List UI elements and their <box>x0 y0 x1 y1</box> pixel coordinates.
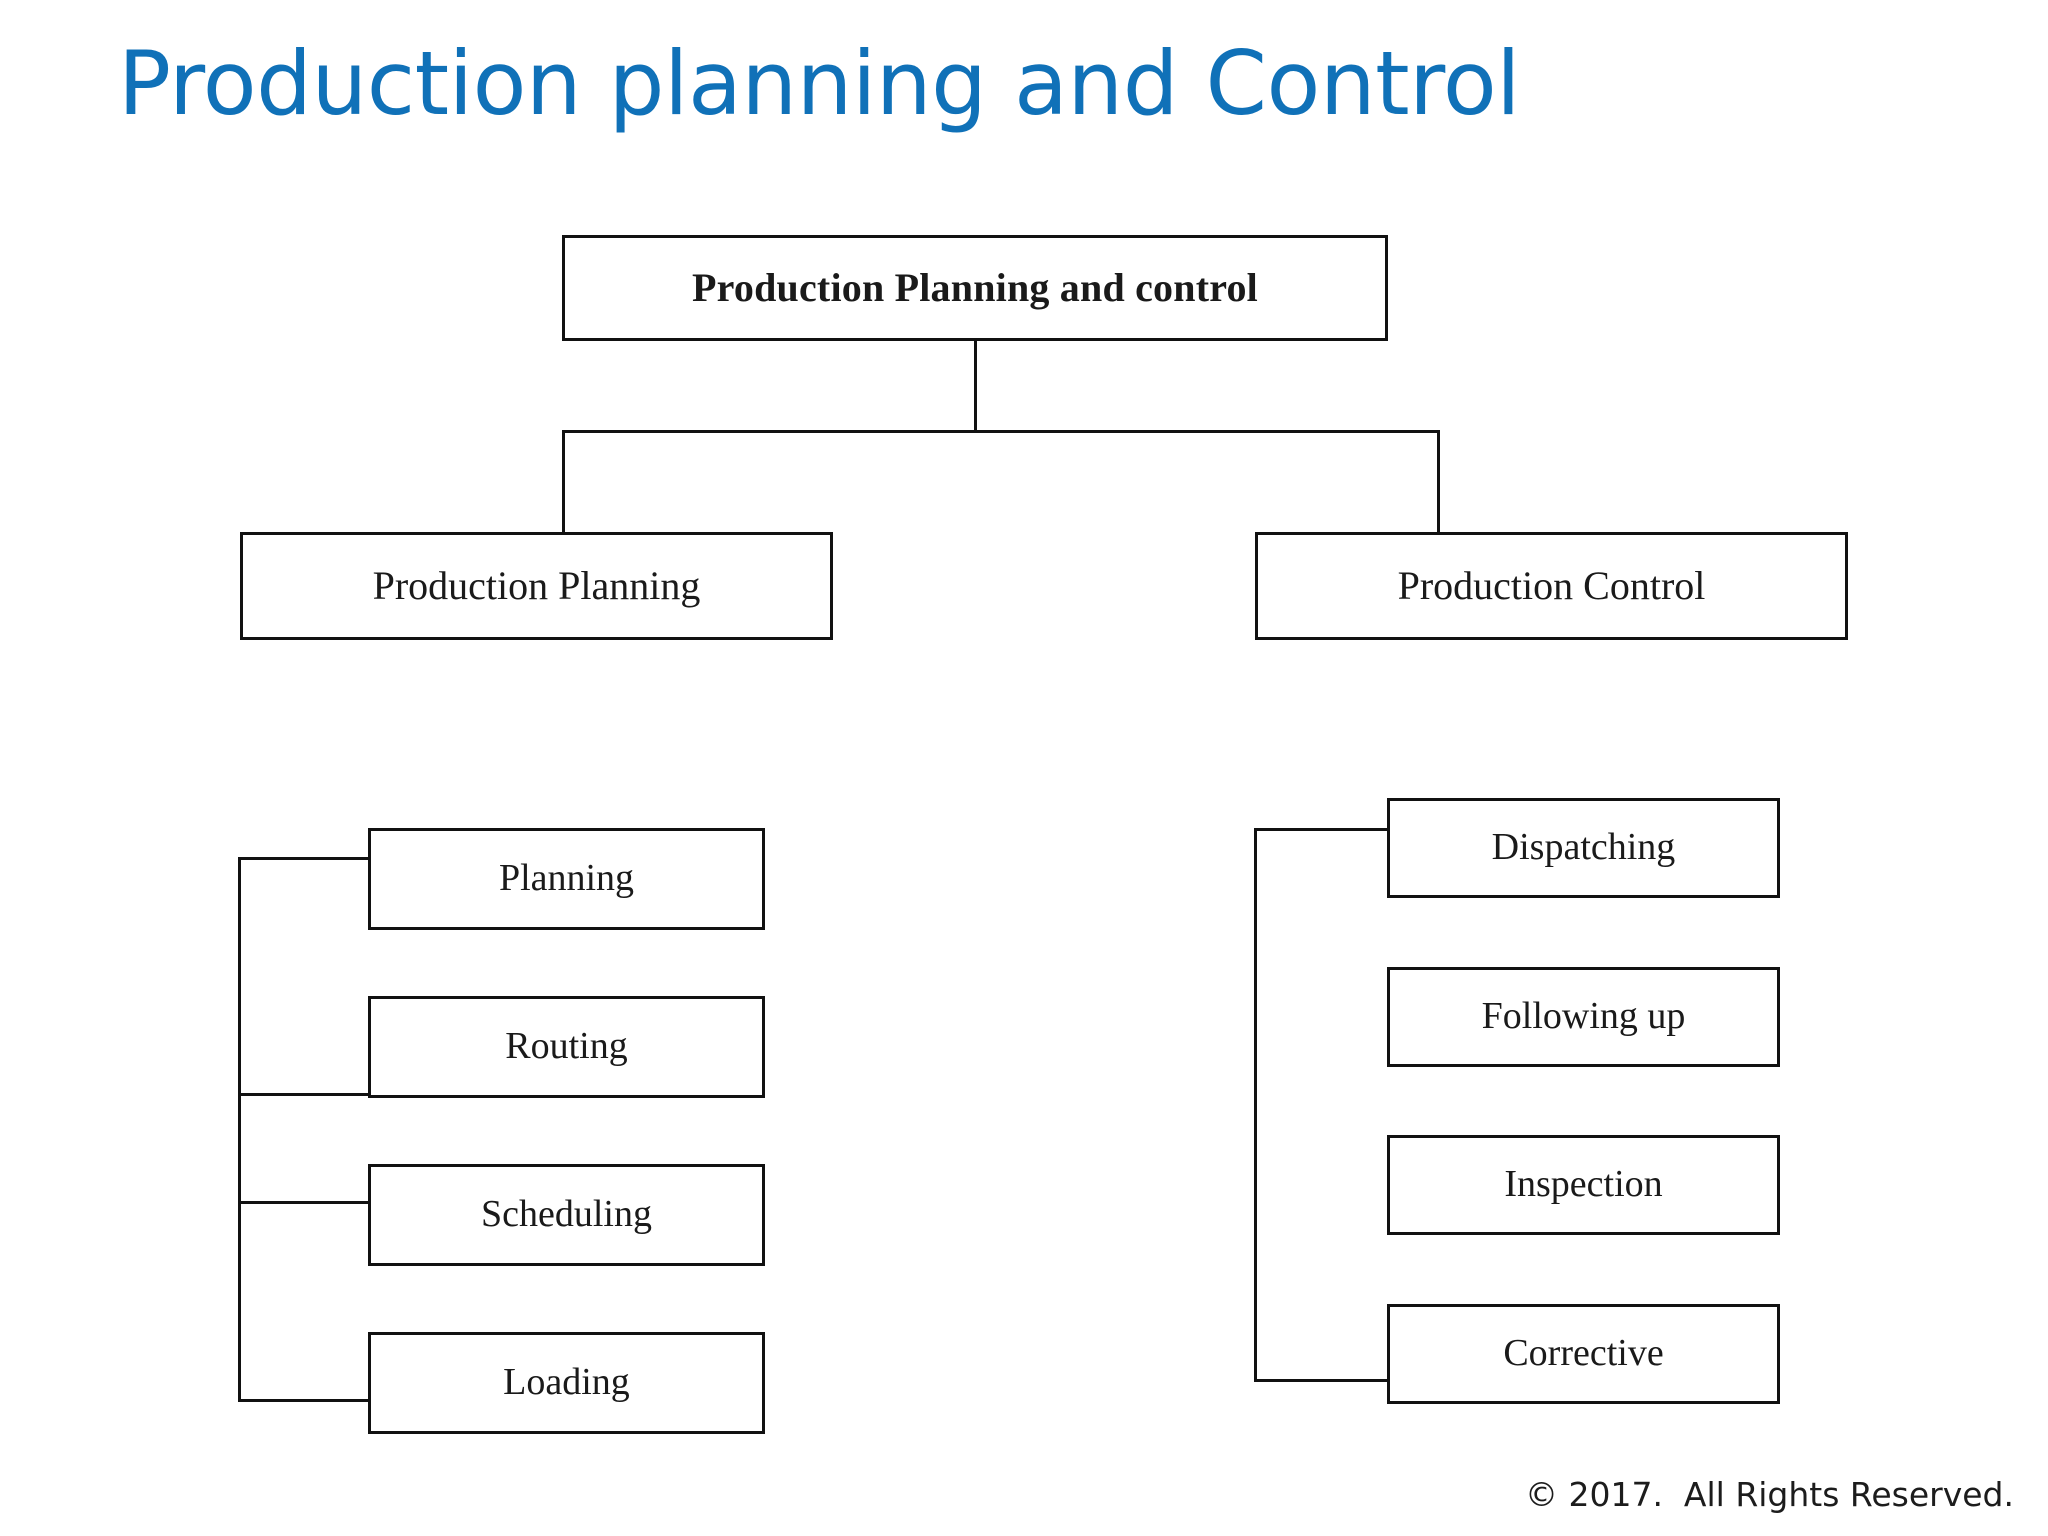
node-root[interactable]: Production Planning and control <box>562 235 1388 341</box>
node-dispatching[interactable]: Dispatching <box>1387 798 1780 898</box>
node-planning[interactable]: Planning <box>368 828 765 930</box>
connector-right-spine <box>1254 828 1257 1382</box>
connector-rung-loading <box>238 1399 371 1402</box>
connector-root-stem <box>974 341 977 431</box>
node-following-up[interactable]: Following up <box>1387 967 1780 1067</box>
connector-drop-production-control <box>1437 430 1440 532</box>
node-scheduling[interactable]: Scheduling <box>368 1164 765 1266</box>
connector-left-spine <box>238 857 241 1399</box>
node-inspection[interactable]: Inspection <box>1387 1135 1780 1235</box>
node-corrective[interactable]: Corrective <box>1387 1304 1780 1404</box>
connector-drop-production-planning <box>562 430 565 532</box>
page-title: Production planning and Control <box>118 32 1521 135</box>
connector-rung-planning <box>238 857 371 860</box>
connector-level2-bus <box>562 430 1440 433</box>
connector-rung-dispatching <box>1254 828 1390 831</box>
node-routing[interactable]: Routing <box>368 996 765 1098</box>
node-production-control[interactable]: Production Control <box>1255 532 1848 640</box>
node-production-planning[interactable]: Production Planning <box>240 532 833 640</box>
connector-rung-scheduling <box>238 1201 371 1204</box>
connector-rung-routing <box>238 1093 371 1096</box>
footer-copyright: © 2017. All Rights Reserved. <box>1524 1475 2014 1514</box>
node-loading[interactable]: Loading <box>368 1332 765 1434</box>
connector-rung-corrective <box>1254 1379 1390 1382</box>
